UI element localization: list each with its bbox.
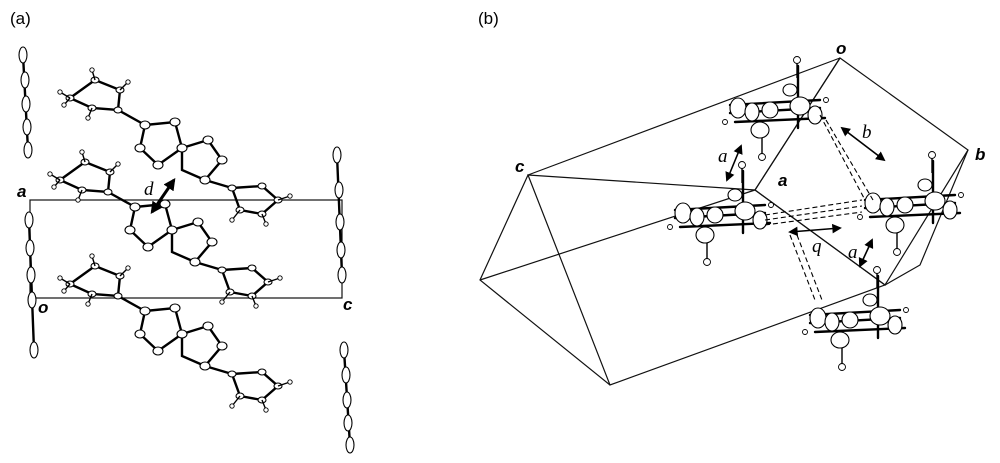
distance-b-label: b (862, 122, 872, 143)
distance-a-upper-label: a (718, 146, 728, 167)
face-on-molecule-bottom (56, 252, 294, 414)
panel-a-label: (a) (10, 9, 31, 28)
panel-a: (a) a o c (10, 9, 355, 454)
short-contact-dashes (764, 114, 874, 301)
panel-a-axis-a: a (17, 182, 26, 201)
edge-on-molecule-right-mid (332, 146, 347, 284)
stacked-molecule-top (722, 56, 829, 161)
panel-b-unit-cell (479, 57, 969, 386)
distance-a-lower-label: a (848, 242, 858, 263)
distance-b-arrow (840, 126, 886, 162)
distance-q-label: q (812, 236, 822, 257)
stacked-molecule-right (856, 150, 965, 257)
stacked-molecule-left (666, 160, 775, 267)
edge-on-molecule-right-bottom (339, 341, 355, 454)
panel-b-axis-a: a (778, 171, 787, 190)
panel-b-axis-b: b (975, 145, 985, 164)
face-on-molecule-middle (46, 148, 284, 310)
edge-on-molecule-left-mid (24, 211, 39, 359)
panel-a-axis-o: o (38, 298, 48, 317)
distance-a-upper-arrow (725, 144, 743, 182)
distance-a-lower-arrow (858, 238, 874, 268)
panel-b-axis-c: c (515, 157, 525, 176)
panel-b-label: (b) (478, 9, 499, 28)
panel-b: (b) o b c a (478, 9, 985, 386)
panel-b-axis-o: o (836, 39, 846, 58)
face-on-molecule-top (57, 67, 293, 227)
panel-a-axis-c: c (343, 295, 353, 314)
panel-a-unit-cell (29, 199, 343, 299)
distance-d-arrow (150, 178, 176, 214)
distance-q-arrow (788, 223, 842, 237)
distance-d-label: d (144, 179, 154, 200)
edge-on-molecule-left-top (18, 46, 33, 159)
stacked-molecule-bottom (801, 265, 910, 372)
